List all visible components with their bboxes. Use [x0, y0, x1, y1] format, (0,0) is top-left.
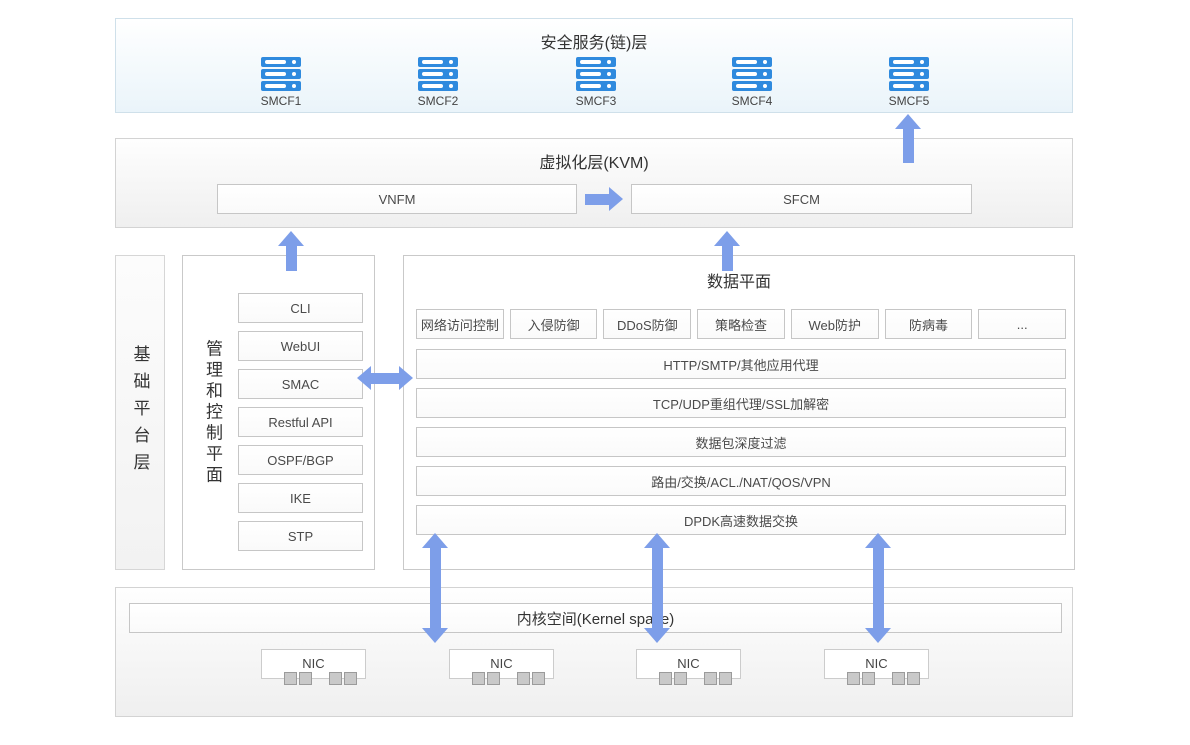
kernel-space-band: 内核空间(Kernel space) NIC NIC NIC NIC: [115, 587, 1073, 717]
mgmt-item-stp: STP: [238, 521, 363, 551]
arrow-double-dataplane-kernel-1-icon: [422, 533, 448, 643]
smcf-label: SMCF4: [731, 94, 773, 108]
arrow-double-dataplane-kernel-3-icon: [865, 533, 891, 643]
dp-row-dpdk: DPDK高速数据交换: [416, 505, 1066, 535]
nic-port: [299, 672, 312, 685]
mgmt-item-ospf-bgp: OSPF/BGP: [238, 445, 363, 475]
smcf-label: SMCF3: [575, 94, 617, 108]
server-icon: [418, 57, 458, 91]
data-plane-title: 数据平面: [706, 274, 771, 291]
virtualization-layer-band: 虚拟化层(KVM) VNFM SFCM: [115, 138, 1073, 228]
mgmt-item-webui: WebUI: [238, 331, 363, 361]
nic-box-1: NIC: [261, 649, 366, 685]
smcf-label: SMCF5: [888, 94, 930, 108]
nic-port: [284, 672, 297, 685]
mgmt-item-smac: SMAC: [238, 369, 363, 399]
fn-box-policy-check: 策略检查: [697, 309, 785, 339]
mgmt-item-restful-api: Restful API: [238, 407, 363, 437]
arrow-up-sfcm-to-smcf5-icon: [895, 114, 921, 163]
dp-row-app-proxy: HTTP/SMTP/其他应用代理: [416, 349, 1066, 379]
fn-box-network-access-control: 网络访问控制: [416, 309, 504, 339]
nic-port: [719, 672, 732, 685]
arrow-double-management-dataplane-icon: [357, 366, 413, 390]
data-plane-function-row: 网络访问控制 入侵防御 DDoS防御 策略检查 Web防护 防病毒 ...: [416, 309, 1067, 339]
smcf-label: SMCF2: [417, 94, 459, 108]
arrow-right-vnfm-to-sfcm-icon: [585, 187, 623, 211]
nic-port: [472, 672, 485, 685]
server-icon: [261, 57, 301, 91]
nic-label: NIC: [490, 656, 513, 671]
arrow-double-dataplane-kernel-2-icon: [644, 533, 670, 643]
smcf-node-1: SMCF1: [249, 57, 313, 108]
nic-port: [329, 672, 342, 685]
nic-port: [659, 672, 672, 685]
dp-row-routing-switching: 路由/交换/ACL./NAT/QOS/VPN: [416, 466, 1066, 496]
nic-port: [344, 672, 357, 685]
nic-port: [862, 672, 875, 685]
nic-port: [517, 672, 530, 685]
kernel-space-box: 内核空间(Kernel space): [129, 603, 1062, 633]
server-icon: [576, 57, 616, 91]
data-plane-stack: HTTP/SMTP/其他应用代理 TCP/UDP重组代理/SSL加解密 数据包深…: [416, 349, 1066, 535]
fn-box-intrusion-prevention: 入侵防御: [509, 309, 598, 339]
management-control-plane-panel: 管理和控制平面 CLI WebUI SMAC Restful API OSPF/…: [182, 255, 375, 570]
nic-label: NIC: [865, 656, 888, 671]
nic-label: NIC: [677, 656, 700, 671]
nic-port: [892, 672, 905, 685]
base-platform-layer-strip: 基础平台层: [115, 255, 165, 570]
sfcm-box: SFCM: [631, 184, 972, 214]
smcf-label: SMCF1: [260, 94, 302, 108]
dp-row-tcp-udp-ssl: TCP/UDP重组代理/SSL加解密: [416, 388, 1066, 418]
smcf-node-2: SMCF2: [406, 57, 470, 108]
smcf-node-3: SMCF3: [564, 57, 628, 108]
management-plane-label: 管理和控制平面: [203, 339, 222, 486]
nic-port: [487, 672, 500, 685]
virtualization-layer-title: 虚拟化层(KVM): [539, 155, 649, 172]
server-icon: [732, 57, 772, 91]
arrow-up-dataplane-to-virtualization-icon: [714, 231, 740, 271]
fn-box-web-protection: Web防护: [790, 309, 879, 339]
fn-box-antivirus: 防病毒: [884, 309, 973, 339]
nic-port: [847, 672, 860, 685]
nic-box-4: NIC: [824, 649, 929, 685]
security-layer-title: 安全服务(链)层: [540, 35, 648, 52]
security-service-layer-band: 安全服务(链)层 SMCF1 SMCF2 SMCF3 SMCF4 SMCF5: [115, 18, 1073, 113]
mgmt-item-cli: CLI: [238, 293, 363, 323]
management-item-list: CLI WebUI SMAC Restful API OSPF/BGP IKE …: [238, 293, 363, 551]
nic-box-3: NIC: [636, 649, 741, 685]
mgmt-item-ike: IKE: [238, 483, 363, 513]
vnfm-box: VNFM: [217, 184, 577, 214]
nic-label: NIC: [302, 656, 325, 671]
smcf-node-4: SMCF4: [720, 57, 784, 108]
server-icon: [889, 57, 929, 91]
nic-port: [532, 672, 545, 685]
nic-port: [704, 672, 717, 685]
arrow-up-management-to-virtualization-icon: [278, 231, 304, 271]
base-platform-label: 基础平台层: [130, 345, 150, 480]
data-plane-panel: 数据平面 网络访问控制 入侵防御 DDoS防御 策略检查 Web防护 防病毒 .…: [403, 255, 1075, 570]
fn-box-more: ...: [978, 309, 1067, 339]
nic-box-2: NIC: [449, 649, 554, 685]
nic-port: [907, 672, 920, 685]
fn-box-ddos-defense: DDoS防御: [603, 309, 692, 339]
dp-row-dpi: 数据包深度过滤: [416, 427, 1066, 457]
smcf-node-5: SMCF5: [877, 57, 941, 108]
nic-port: [674, 672, 687, 685]
